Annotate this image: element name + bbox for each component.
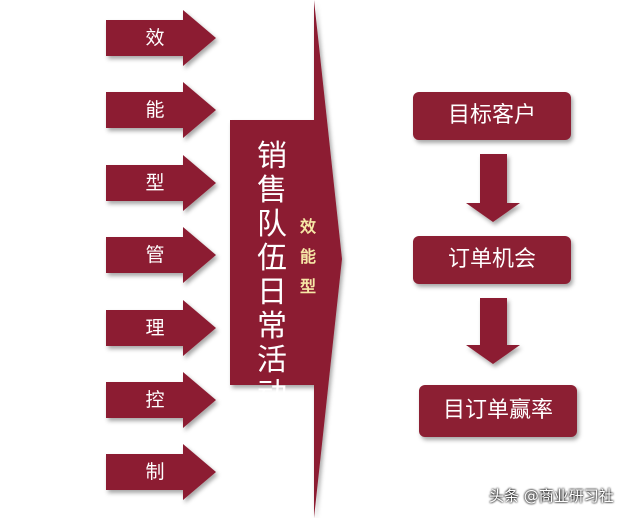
left-arrow-shape bbox=[106, 300, 216, 356]
down-arrow-shape bbox=[466, 298, 520, 364]
left-arrow-shape bbox=[106, 82, 216, 138]
left-arrow-shape bbox=[106, 372, 216, 428]
left-arrow-label: 控 bbox=[145, 389, 165, 411]
central-title: 销售队伍日常活动 bbox=[257, 139, 287, 412]
left-arrow-label: 效 bbox=[145, 27, 165, 49]
flow-box-win-rate: 目订单赢率 bbox=[419, 385, 577, 437]
central-subtitle: 效能型 bbox=[299, 217, 316, 296]
central-arrow-shape bbox=[230, 0, 342, 518]
left-arrow-shape bbox=[106, 155, 216, 211]
flow-box-order-opportunity: 订单机会 bbox=[413, 236, 571, 284]
left-arrow-label: 制 bbox=[145, 461, 165, 483]
left-arrow-shape bbox=[106, 10, 216, 66]
left-arrow-label: 理 bbox=[145, 317, 165, 339]
left-arrow-label: 型 bbox=[145, 172, 165, 194]
left-arrow-shape bbox=[106, 444, 216, 500]
down-arrow-shape bbox=[466, 154, 520, 222]
left-arrow-label: 能 bbox=[145, 99, 165, 121]
left-arrow-shape bbox=[106, 227, 216, 283]
flow-box-target-customer: 目标客户 bbox=[413, 92, 571, 140]
watermark-text: 头条 @商业研习社 bbox=[489, 487, 614, 505]
left-arrow-label: 管 bbox=[145, 244, 165, 266]
